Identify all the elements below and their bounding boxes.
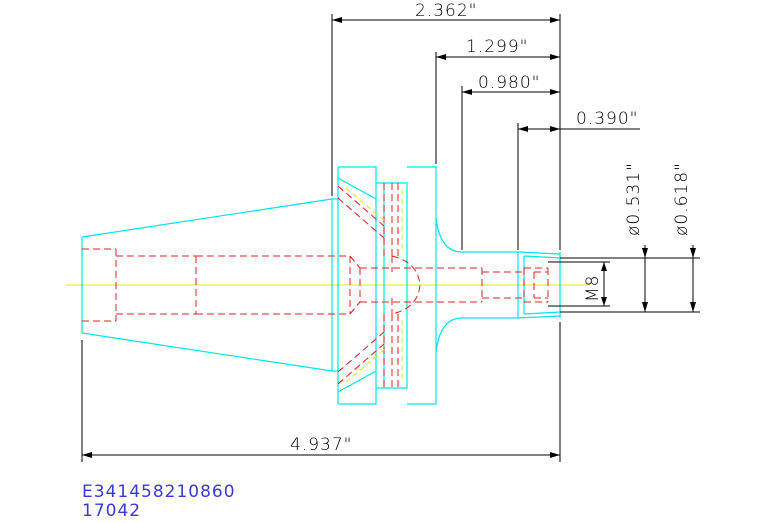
tool-holder-outline xyxy=(81,166,561,405)
part-id: 17042 xyxy=(82,501,142,521)
dimension-diameter-inner: ø0.531" xyxy=(624,162,644,236)
secondary-centerlines xyxy=(345,187,403,383)
dimension-overall-top: 2.362" xyxy=(415,1,478,21)
part-number: E341458210860 xyxy=(82,482,236,502)
hidden-lines xyxy=(82,183,549,388)
dimension-arrows xyxy=(82,17,696,458)
dimension-lines xyxy=(81,14,700,462)
dimension-diameter-outer: ø0.618" xyxy=(672,162,692,236)
part-code-block: E341458210860 17042 xyxy=(82,483,236,521)
dimension-total-length: 4.937" xyxy=(290,435,353,455)
dimension-length-3: 0.390" xyxy=(576,109,639,129)
dimension-length-2: 0.980" xyxy=(478,73,541,93)
dimension-thread: M8 xyxy=(583,275,603,302)
dimension-length-1: 1.299" xyxy=(466,37,529,57)
